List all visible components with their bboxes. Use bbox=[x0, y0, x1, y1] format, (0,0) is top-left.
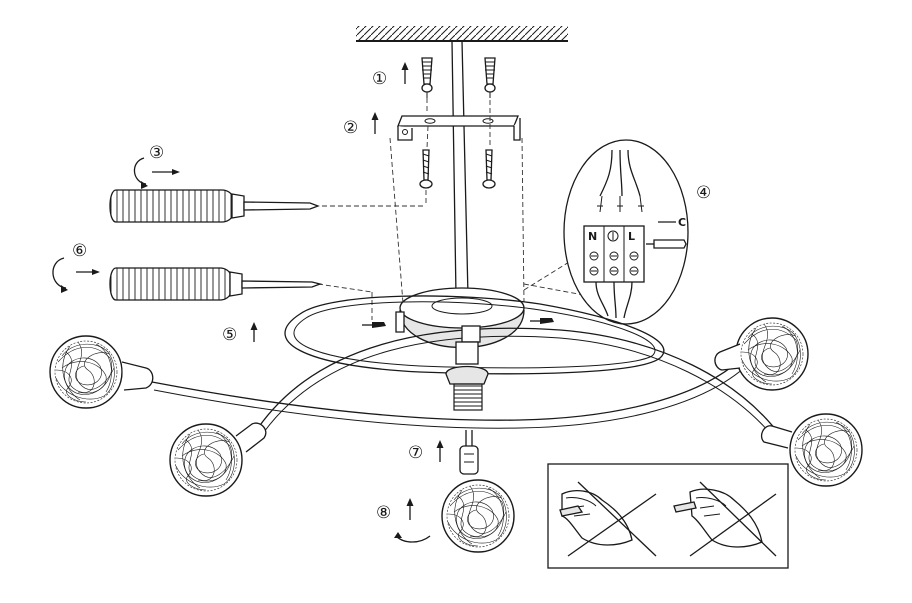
rotate-clockwise-arrow-icon bbox=[133, 157, 147, 185]
step-1-number: ① bbox=[372, 69, 387, 89]
step-3-label: ③ bbox=[133, 143, 180, 189]
crossed-out-hand-icon-2 bbox=[673, 481, 777, 557]
step-6-label: ⑥ bbox=[52, 241, 100, 293]
step-4-label: ④ bbox=[696, 183, 711, 203]
rotate-counterclockwise-arrow-icon bbox=[52, 257, 67, 289]
screwdriver-top bbox=[109, 189, 320, 223]
lamp-holder-center bbox=[445, 325, 489, 411]
canopy-screw-left bbox=[362, 311, 405, 333]
swoop-arm-right bbox=[151, 359, 745, 429]
step-6-number: ⑥ bbox=[72, 241, 87, 261]
assembly-guides bbox=[317, 98, 601, 320]
shade-left-bottom bbox=[169, 422, 267, 497]
terminal-label-l: L bbox=[628, 230, 635, 243]
screwdriver-bottom bbox=[109, 267, 323, 301]
warning-panel bbox=[547, 463, 789, 569]
step-5-number: ⑤ bbox=[222, 325, 237, 345]
step-4-number: ④ bbox=[696, 183, 711, 203]
wall-plug-left bbox=[421, 57, 433, 98]
shade-left-top bbox=[49, 335, 154, 409]
shade-right-top bbox=[714, 317, 809, 391]
canopy-screw-right bbox=[530, 318, 554, 324]
wiring-detail-oval: N L C bbox=[563, 139, 689, 325]
earth-symbol-icon bbox=[607, 230, 619, 242]
step-1-label: ① bbox=[372, 62, 409, 89]
bracket-screw-left bbox=[419, 149, 433, 189]
crossed-out-hand-icon bbox=[559, 481, 657, 557]
step-5-label: ⑤ bbox=[222, 322, 258, 345]
strip-length-label: C bbox=[678, 216, 686, 229]
step-2-number: ② bbox=[343, 118, 358, 138]
terminal-label-n: N bbox=[588, 230, 597, 243]
step-8-number: ⑧ bbox=[376, 503, 391, 523]
step-2-label: ② bbox=[343, 112, 379, 138]
wall-plug-right bbox=[484, 57, 496, 98]
bracket-screw-right bbox=[482, 149, 496, 189]
central-rod bbox=[451, 40, 469, 297]
g9-bulb bbox=[459, 430, 479, 475]
ceiling bbox=[356, 26, 568, 42]
step-7-number: ⑦ bbox=[408, 443, 423, 463]
swoop-arm-left bbox=[257, 327, 783, 441]
step-8-label: ⑧ bbox=[376, 498, 431, 543]
shade-right-bottom bbox=[760, 413, 863, 487]
step-7-label: ⑦ bbox=[408, 440, 444, 463]
shade-step-8 bbox=[441, 479, 515, 553]
step-3-number: ③ bbox=[149, 143, 164, 163]
mounting-bracket bbox=[397, 115, 521, 141]
